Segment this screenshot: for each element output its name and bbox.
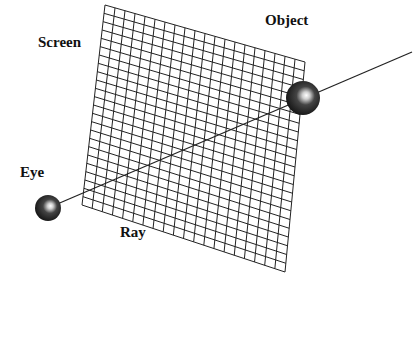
grid-line bbox=[99, 55, 300, 115]
grid-line bbox=[102, 30, 302, 88]
grid-line bbox=[86, 172, 289, 237]
grid-line bbox=[88, 155, 290, 220]
grid-line bbox=[97, 72, 298, 132]
grid-line bbox=[89, 147, 291, 211]
grid-line bbox=[100, 47, 301, 106]
eye-label: Eye bbox=[20, 164, 44, 181]
grid-line bbox=[98, 63, 299, 123]
grid-line bbox=[82, 205, 285, 272]
grid-line bbox=[96, 80, 297, 141]
grid-line bbox=[90, 138, 292, 202]
object-label: Object bbox=[265, 12, 308, 29]
ray-label: Ray bbox=[120, 224, 146, 241]
grid-line bbox=[91, 130, 293, 193]
eye-sphere bbox=[35, 195, 61, 221]
object-sphere bbox=[286, 81, 320, 115]
grid-line bbox=[87, 163, 289, 228]
ray-line bbox=[48, 52, 412, 208]
screen-label: Screen bbox=[38, 34, 81, 51]
grid-line bbox=[95, 88, 296, 149]
grid-line bbox=[85, 180, 288, 246]
grid-line bbox=[101, 38, 302, 97]
screen-grid bbox=[82, 5, 305, 272]
grid-line bbox=[84, 188, 287, 254]
grid-line bbox=[83, 197, 286, 264]
grid-line bbox=[103, 22, 303, 80]
